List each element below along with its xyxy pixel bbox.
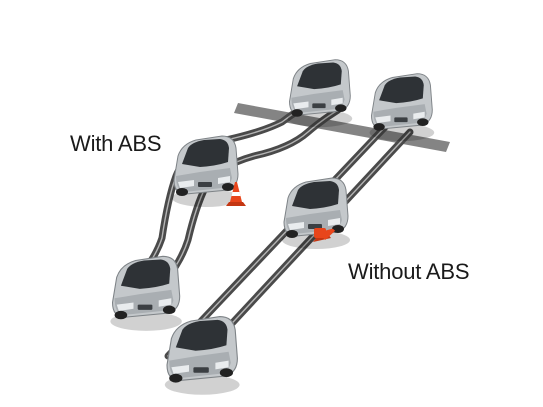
- car-icon: [287, 59, 353, 128]
- traffic-cone-icon: [313, 228, 336, 242]
- car-icon: [171, 135, 241, 208]
- car-icon: [164, 316, 241, 396]
- car-icon: [369, 73, 435, 142]
- car-icon: [109, 255, 183, 332]
- without-abs-label: Without ABS: [348, 259, 470, 284]
- with-abs-label: With ABS: [70, 131, 162, 156]
